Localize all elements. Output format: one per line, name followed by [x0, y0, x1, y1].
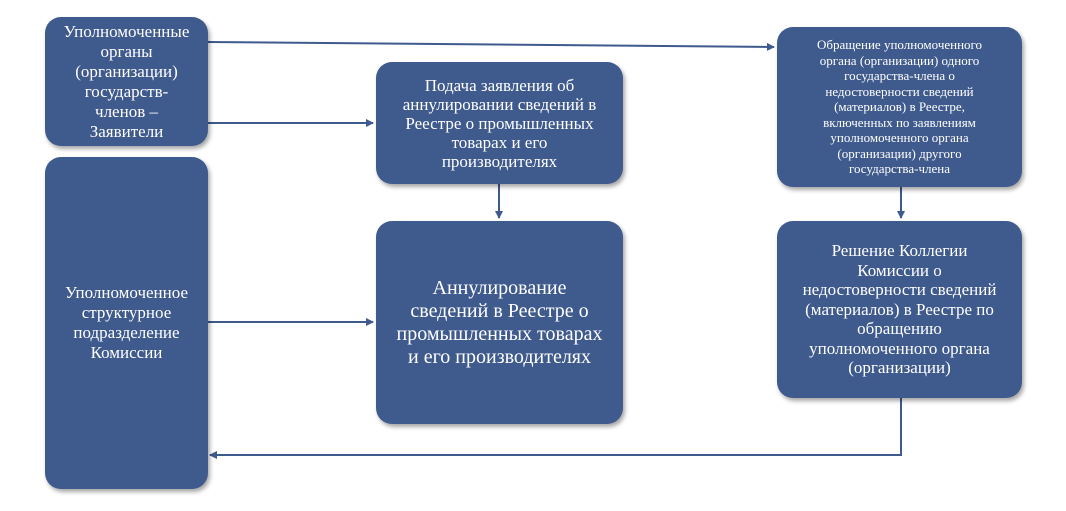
arrow-applicants-to-appeal	[207, 41, 775, 51]
application-label: Подача заявления об аннулировании сведен…	[402, 75, 597, 171]
appeal-label: Обращение уполномоченного органа (органи…	[816, 37, 983, 177]
annulment-box: Аннулирование сведений в Реестре о промы…	[376, 221, 623, 424]
board-decision-label: Решение Коллегии Комиссии о недостоверно…	[802, 241, 997, 378]
application-box: Подача заявления об аннулировании сведен…	[376, 62, 623, 184]
appeal-box: Обращение уполномоченного органа (органи…	[777, 27, 1022, 187]
commission-unit-label: Уполномоченное структурное подразделение…	[64, 283, 189, 362]
arrow-decision-to-commission	[209, 398, 902, 459]
annulment-label: Аннулирование сведений в Реестре о промы…	[396, 276, 603, 368]
commission-unit-box: Уполномоченное структурное подразделение…	[45, 157, 208, 489]
applicants-box: Уполномоченные органы (организации) госу…	[45, 17, 208, 146]
board-decision-box: Решение Коллегии Комиссии о недостоверно…	[777, 221, 1022, 398]
applicants-label: Уполномоченные органы (организации) госу…	[63, 21, 190, 141]
